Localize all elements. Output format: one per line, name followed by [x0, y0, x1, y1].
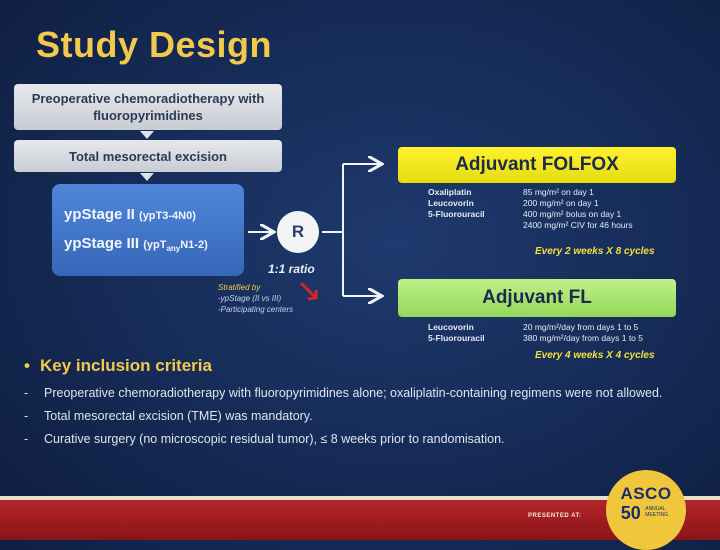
drug-name: 5-Fluorouracil — [428, 209, 485, 219]
randomization-circle: R — [277, 211, 319, 253]
drug-name — [428, 220, 523, 231]
drug-dose: 2400 mg/m² CIV for 46 hours — [523, 220, 633, 230]
preop-chemoradiotherapy-box: Preoperative chemoradiotherapy with fluo… — [14, 84, 282, 130]
dash-icon: - — [24, 432, 29, 446]
folfox-drug-table: Oxaliplatin 85 mg/m² on day 1 Leucovorin 2… — [428, 187, 633, 231]
stratification-note: Stratified by -ypStage (II vs III) -Part… — [218, 282, 293, 315]
table-row: Leucovorin 200 mg/m² on day 1 — [428, 198, 633, 209]
asco-logo: ASCO 50 ANNUAL MEETING — [606, 470, 686, 550]
adjuvant-folfox-box: Adjuvant FOLFOX — [398, 147, 676, 183]
dash-icon: - — [24, 386, 29, 400]
list-item-text: Preoperative chemoradiotherapy with fluo… — [44, 386, 663, 400]
stage-iii-detail: (ypTanyN1-2) — [143, 239, 208, 254]
stratified-item: -ypStage (II vs III) — [218, 294, 282, 303]
drug-dose: 380 mg/m²/day from days 1 to 5 — [523, 333, 643, 343]
footer-band — [0, 496, 720, 540]
folfox-cycles: Every 2 weeks X 8 cycles — [535, 246, 655, 257]
tme-label: Total mesorectal excision — [69, 148, 227, 164]
stage-iii-detail-post: N1-2) — [180, 239, 208, 252]
stage-iii-detail-pre: (ypT — [143, 239, 167, 252]
asco-logo-number: 50 — [620, 503, 641, 523]
drug-dose: 400 mg/m² bolus on day 1 — [523, 209, 622, 219]
asco-logo-small: ANNUAL MEETING — [645, 506, 669, 518]
key-inclusion-heading: • Key inclusion criteria — [24, 356, 212, 376]
adjuvant-fl-box: Adjuvant FL — [398, 279, 676, 317]
asco-logo-lower: 50 ANNUAL MEETING — [606, 504, 686, 522]
list-item: - Preoperative chemoradiotherapy with flu… — [24, 384, 694, 402]
arrow-down-icon — [140, 173, 154, 181]
total-mesorectal-excision-box: Total mesorectal excision — [14, 140, 282, 172]
footer-divider — [0, 496, 720, 500]
dash-icon: - — [24, 409, 29, 423]
arrow-down-icon — [140, 131, 154, 139]
slide-title: Study Design — [36, 24, 273, 65]
drug-name: Leucovorin — [428, 198, 474, 208]
drug-dose: 200 mg/m² on day 1 — [523, 198, 599, 208]
table-row: 2400 mg/m² CIV for 46 hours — [428, 220, 633, 231]
list-item: - Curative surgery (no microscopic residu… — [24, 430, 694, 448]
list-item-text: Curative surgery (no microscopic residua… — [44, 432, 505, 446]
pointer-arrow-icon — [299, 281, 318, 301]
key-inclusion-heading-text: Key inclusion criteria — [40, 356, 212, 375]
stage-iii-label: ypStage III — [64, 235, 140, 253]
stage-iii-detail-subscript: any — [166, 244, 181, 254]
criteria-list: - Preoperative chemoradiotherapy with flu… — [24, 384, 694, 453]
list-item-text: Total mesorectal excision (TME) was mand… — [44, 409, 313, 423]
drug-name: Oxaliplatin — [428, 187, 472, 197]
list-item: - Total mesorectal excision (TME) was man… — [24, 407, 694, 425]
drug-dose: 85 mg/m² on day 1 — [523, 187, 594, 197]
stage-ii-label: ypStage II — [64, 206, 135, 224]
table-row: Oxaliplatin 85 mg/m² on day 1 — [428, 187, 633, 198]
stage-iii-line: ypStage III (ypTanyN1-2) — [64, 235, 208, 253]
drug-dose: 20 mg/m²/day from days 1 to 5 — [523, 322, 639, 332]
table-row: 5-Fluorouracil 380 mg/m²/day from days 1 … — [428, 333, 643, 344]
stratified-item: -Participating centers — [218, 305, 294, 314]
presented-at-label: PRESENTED AT: — [528, 513, 582, 519]
drug-name: Leucovorin — [428, 322, 474, 332]
asco-logo-word: ASCO — [620, 484, 672, 503]
stratified-heading: Stratified by — [218, 283, 261, 292]
bullet-icon: • — [24, 356, 30, 375]
ratio-label: 1:1 ratio — [268, 262, 315, 276]
fl-cycles: Every 4 weeks X 4 cycles — [535, 350, 655, 361]
yp-stage-box: ypStage II (ypT3-4N0) ypStage III (ypTan… — [52, 184, 244, 276]
stage-ii-line: ypStage II (ypT3-4N0) — [64, 206, 196, 223]
preop-chemoradiotherapy-label: Preoperative chemoradiotherapy with fluo… — [31, 91, 265, 123]
drug-name: 5-Fluorouracil — [428, 333, 485, 343]
table-row: 5-Fluorouracil 400 mg/m² bolus on day 1 — [428, 209, 633, 220]
stage-ii-detail: (ypT3-4N0) — [139, 210, 196, 223]
table-row: Leucovorin 20 mg/m²/day from days 1 to 5 — [428, 322, 643, 333]
